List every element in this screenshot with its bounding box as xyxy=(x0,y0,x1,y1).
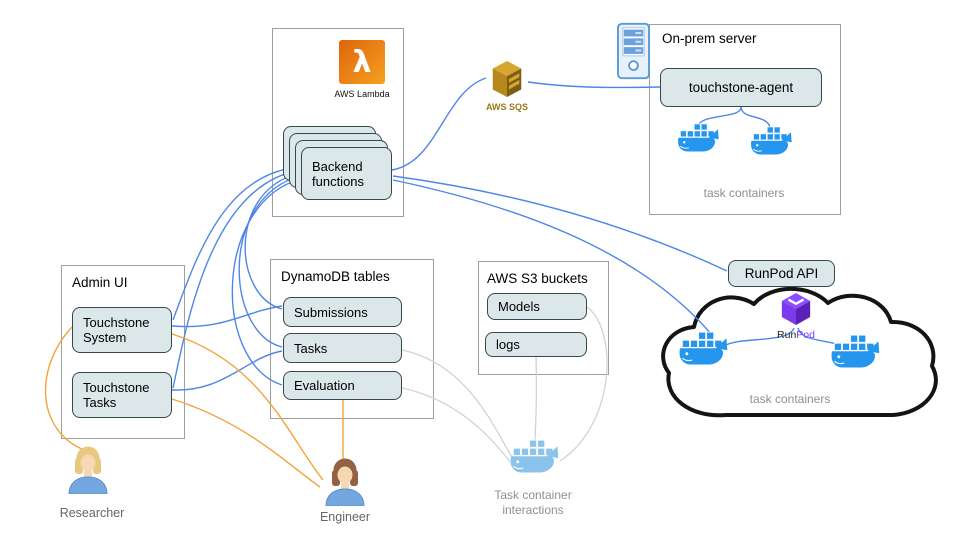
submissions-node: Submissions xyxy=(283,297,402,327)
runpod-api-node: RunPod API xyxy=(728,260,835,287)
edge-tasks-to-tasks-table xyxy=(171,350,283,391)
docker-whale-icon xyxy=(675,122,721,158)
cloud-containers-caption: task containers xyxy=(749,392,831,406)
touchstone-system-node: Touchstone System xyxy=(72,307,172,353)
interactions-caption: Task container interactions xyxy=(494,488,572,517)
tasks-node: Tasks xyxy=(283,333,402,363)
edge-system-to-submissions xyxy=(171,305,283,328)
researcher-icon xyxy=(64,444,112,494)
engineer-label: Engineer xyxy=(319,510,371,524)
aws-lambda-label: AWS Lambda xyxy=(334,89,390,99)
interactions-whale-icon xyxy=(507,438,561,480)
aws-sqs-icon xyxy=(487,60,527,98)
dynamodb-title: DynamoDB tables xyxy=(281,269,390,284)
docker-whale-icon xyxy=(676,330,730,372)
server-icon xyxy=(617,22,650,80)
runpod-brand-pod: Pod xyxy=(796,329,815,341)
touchstone-agent-node: touchstone-agent xyxy=(660,68,822,107)
aws-lambda-icon: λ xyxy=(339,40,385,84)
engineer-icon xyxy=(321,456,369,506)
runpod-brand: RunPod xyxy=(766,329,826,341)
researcher-label: Researcher xyxy=(59,506,125,520)
evaluation-node: Evaluation xyxy=(283,371,402,400)
docker-whale-icon xyxy=(828,333,882,375)
logs-node: logs xyxy=(485,332,587,357)
runpod-brand-run: Run xyxy=(777,329,797,341)
aws-sqs-label: AWS SQS xyxy=(485,102,528,112)
onprem-containers-caption: task containers xyxy=(703,186,785,200)
onprem-title: On-prem server xyxy=(662,31,757,46)
s3-title: AWS S3 buckets xyxy=(487,271,588,286)
edge-sqs-to-agent xyxy=(527,81,661,89)
runpod-logo-icon xyxy=(779,292,813,326)
admin-ui-title: Admin UI xyxy=(72,275,128,290)
runpod-cloud-shape xyxy=(661,286,938,418)
backend-functions-node: Backend functions xyxy=(301,147,392,200)
models-node: Models xyxy=(487,293,587,320)
docker-whale-icon xyxy=(748,125,794,161)
touchstone-tasks-node: Touchstone Tasks xyxy=(72,372,172,418)
